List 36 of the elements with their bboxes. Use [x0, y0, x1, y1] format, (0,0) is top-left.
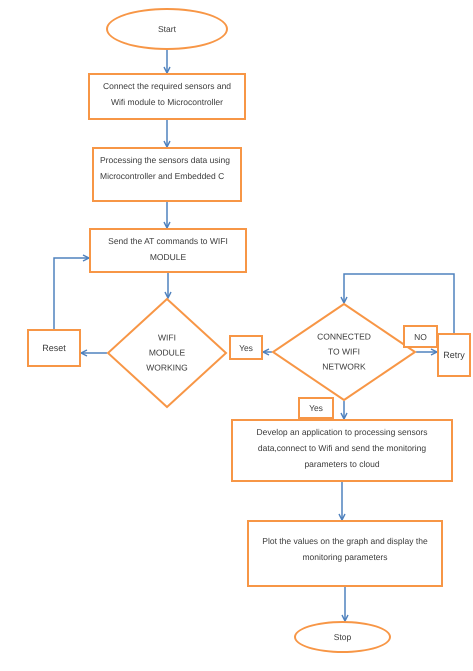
- flow-arrow: [53, 254, 90, 329]
- branch-label-box: [298, 397, 334, 419]
- process-box: [247, 520, 443, 587]
- process-box: [92, 147, 242, 202]
- flow-arrow: [262, 348, 272, 356]
- step-text: Plot the values on the graph and display the monitoring parameters: [262, 536, 428, 562]
- decision-text: CONNECTED TO WIFI NETWORK: [317, 332, 371, 372]
- process-box: [89, 228, 247, 273]
- flow-arrow: [340, 273, 455, 333]
- branch-label: Yes: [239, 342, 253, 352]
- flow-arrow: [163, 120, 171, 148]
- flow-arrow: [163, 50, 171, 74]
- step-text: Connect the required sensors and Wifi module to Microcontroller: [102, 81, 232, 107]
- branch-label: Yes: [309, 403, 323, 413]
- terminal-text: Start: [158, 24, 176, 34]
- step-text: Retry: [443, 350, 465, 360]
- step-text: Send the AT commands to WIFI MODULE: [108, 236, 228, 262]
- flow-arrow: [340, 401, 348, 420]
- flow-arrow: [416, 348, 438, 356]
- process-box: [231, 419, 453, 482]
- decision-text: WIFI MODULE WORKING: [146, 332, 188, 372]
- branch-label: NO: [414, 332, 427, 342]
- terminal-text: Stop: [334, 632, 352, 642]
- branch-label-box: [229, 335, 263, 360]
- flow-arrow: [338, 482, 346, 521]
- process-box: [437, 333, 471, 377]
- process-box: [27, 329, 81, 367]
- flow-arrow: [341, 587, 349, 622]
- step-text: Reset: [42, 343, 66, 353]
- process-box: [88, 73, 246, 120]
- step-text: Develop an application to processing sensors data,connect to Wifi and send the monitoring parameters to cloud: [256, 427, 428, 469]
- branch-label-box: [403, 325, 438, 348]
- flow-arrow: [80, 349, 107, 357]
- flow-arrow: [164, 273, 172, 299]
- step-text: Processing the sensors data using Microcontroller and Embedded C: [100, 155, 230, 181]
- flow-arrow: [163, 202, 171, 229]
